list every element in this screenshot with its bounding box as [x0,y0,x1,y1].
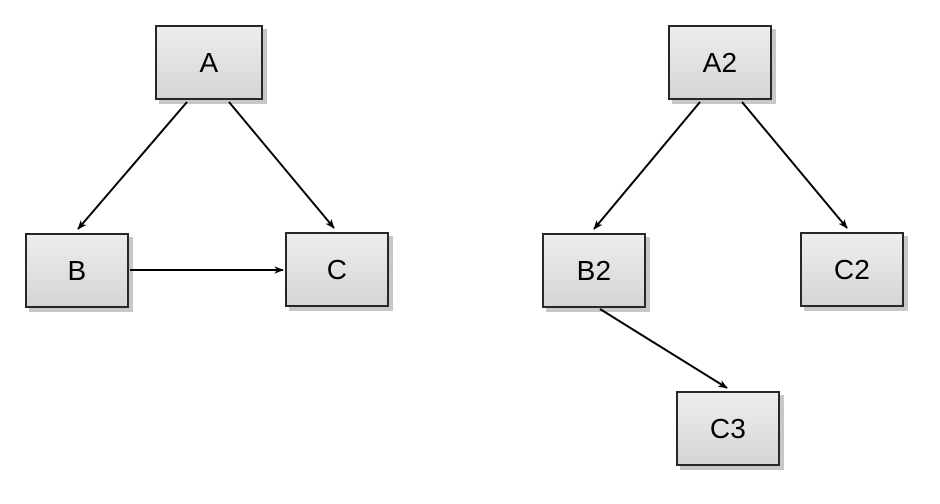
edges-group [77,101,848,389]
node-a2[interactable]: A2 [668,25,772,100]
node-label-c2: C2 [833,253,871,285]
node-label-a2: A2 [702,46,738,78]
node-label-c3: C3 [709,412,747,444]
node-c[interactable]: C [285,232,389,307]
node-label-c: C [326,253,348,285]
node-b2[interactable]: B2 [542,233,646,308]
node-b[interactable]: B [25,233,129,308]
edge-a2-to-c2 [741,101,848,229]
node-label-b2: B2 [576,254,612,286]
edge-b2-to-c3 [599,308,728,389]
node-label-a: A [199,46,219,78]
edge-a-to-b [77,101,188,230]
edge-a2-to-b2 [593,101,701,230]
edge-a-to-c [228,101,335,229]
node-c2[interactable]: C2 [800,232,904,307]
node-a[interactable]: A [155,25,263,100]
node-c3[interactable]: C3 [676,391,780,466]
node-label-b: B [67,254,87,286]
